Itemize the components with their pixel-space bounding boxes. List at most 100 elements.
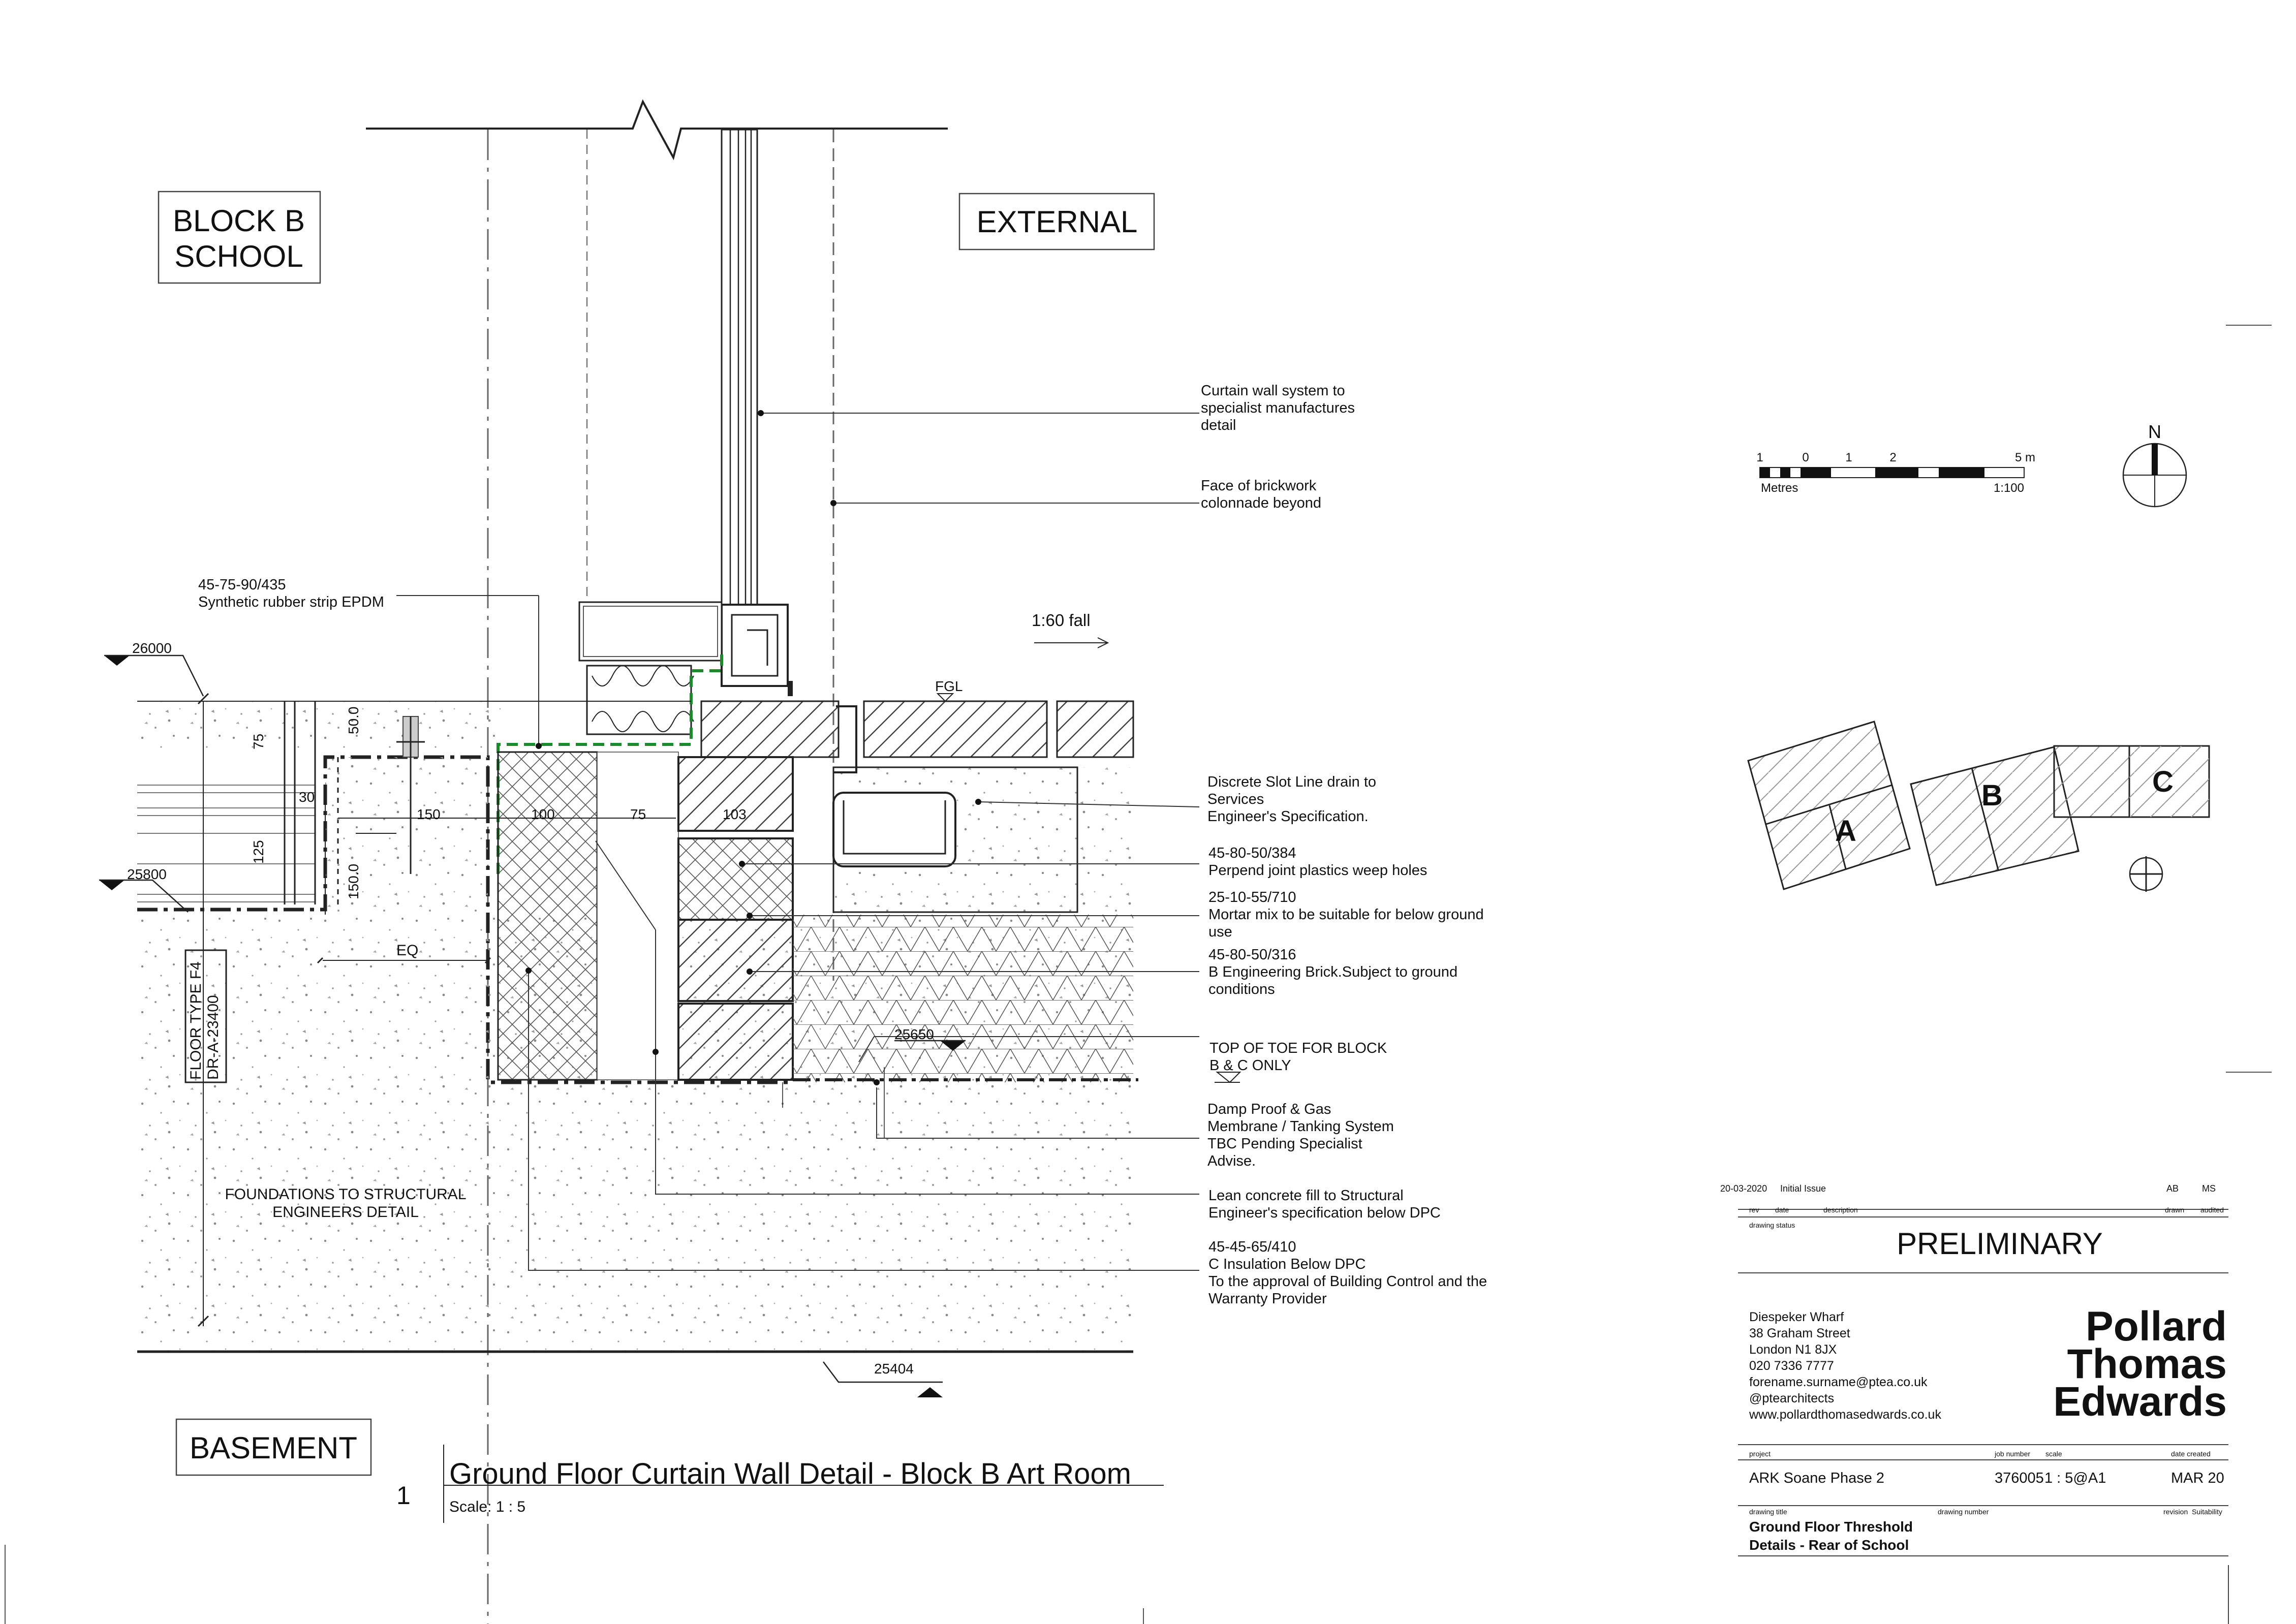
level-26000: 26000 — [132, 640, 172, 656]
note-drain-2: Services — [1207, 791, 1264, 807]
external-label: EXTERNAL — [977, 205, 1138, 239]
address-phone: 020 7336 7777 — [1749, 1359, 1834, 1373]
drawing-status: PRELIMINARY — [1897, 1227, 2103, 1261]
detail-scale: Scale: 1 : 5 — [449, 1498, 525, 1515]
level-25650: 25650 — [894, 1026, 934, 1042]
rev-drawn: AB — [2166, 1183, 2179, 1194]
rev-desc: Initial Issue — [1780, 1183, 1826, 1194]
drawing-title-2: Details - Rear of School — [1749, 1537, 1909, 1553]
note-mortar-2: Mortar mix to be suitable for below grou… — [1208, 907, 1484, 923]
dim-75b: 75 — [630, 806, 646, 822]
note-drain-3: Engineer's Specification. — [1207, 808, 1369, 825]
status-label: drawing status — [1749, 1221, 1795, 1229]
dim-125: 125 — [251, 840, 266, 864]
note-brickwork: Face of brickwork — [1201, 478, 1317, 494]
note-brick-3: conditions — [1208, 981, 1275, 997]
project-label: project — [1749, 1450, 1771, 1458]
note-curtain-wall-2: specialist manufactures — [1201, 400, 1355, 416]
drawing-title-1: Ground Floor Threshold — [1749, 1519, 1913, 1535]
note-brickwork-2: colonnade beyond — [1201, 495, 1321, 511]
date-label: date created — [2171, 1450, 2211, 1458]
scale-tick-4: 2 — [1889, 451, 1896, 464]
note-lean-concrete-2: Engineer's specification below DPC — [1208, 1205, 1441, 1221]
dim-30: 30 — [299, 789, 315, 805]
hdr-date: date — [1775, 1206, 1789, 1214]
drawing-title-label: drawing title — [1749, 1508, 1787, 1516]
note-toe: TOP OF TOE FOR BLOCK — [1209, 1040, 1387, 1056]
leader-lines — [396, 413, 1200, 1271]
brick-column — [677, 756, 794, 1081]
scale-tick-3: 1 — [1845, 451, 1852, 464]
detail-title: Ground Floor Curtain Wall Detail - Block… — [449, 1457, 1131, 1490]
address-line-2: 38 Graham Street — [1749, 1326, 1850, 1340]
scale-bar — [1759, 467, 2025, 478]
jobno-label: job number — [1994, 1450, 2030, 1458]
drawing-number-label: drawing number — [1938, 1508, 1989, 1516]
address-line-1: Diespeker Wharf — [1749, 1310, 1844, 1324]
note-dpc-3: TBC Pending Specialist — [1207, 1136, 1362, 1152]
note-lean-concrete: Lean concrete fill to Structural — [1208, 1188, 1404, 1204]
note-brick: 45-80-50/316 — [1208, 947, 1296, 963]
project-name: ARK Soane Phase 2 — [1749, 1470, 1884, 1486]
address-website: www.pollardthomasedwards.co.uk — [1749, 1408, 1941, 1422]
north-point-icon — [2122, 443, 2187, 508]
hdr-rev: rev — [1749, 1206, 1759, 1214]
level-markers — [99, 637, 1242, 1397]
logo-line-2: Thomas — [2067, 1341, 2227, 1387]
dim-75: 75 — [251, 734, 266, 749]
note-curtain-wall-3: detail — [1201, 417, 1236, 433]
note-drain: Discrete Slot Line drain to — [1207, 774, 1376, 790]
note-epdm-2: Synthetic rubber strip EPDM — [198, 594, 384, 610]
hdr-drawn: drawn — [2165, 1206, 2184, 1214]
note-dpc-2: Membrane / Tanking System — [1207, 1118, 1394, 1135]
key-plan-a: A — [1835, 815, 1856, 848]
drawing-scale: 1 : 5@A1 — [2044, 1470, 2106, 1486]
note-curtain-wall: Curtain wall system to — [1201, 383, 1345, 399]
key-plan-c: C — [2152, 765, 2174, 798]
level-25404: 25404 — [874, 1361, 914, 1377]
block-b-box — [158, 191, 321, 284]
note-dpc-4: Advise. — [1207, 1153, 1256, 1169]
detail-number: 1 — [396, 1481, 411, 1510]
logo-line-1: Pollard — [2086, 1303, 2227, 1350]
foundations-label: FOUNDATIONS TO STRUCTURAL — [225, 1186, 466, 1203]
note-weep: 45-80-50/384 — [1208, 845, 1296, 861]
note-mortar-3: use — [1208, 924, 1232, 940]
address-social: @ptearchitects — [1749, 1391, 1834, 1406]
scale-unit: Metres — [1761, 481, 1798, 495]
note-mortar: 25-10-55/710 — [1208, 889, 1296, 905]
dim-100: 100 — [531, 806, 555, 822]
dim-103: 103 — [723, 806, 747, 822]
address-email: forename.surname@ptea.co.uk — [1749, 1375, 1928, 1389]
block-b-label: BLOCK B — [173, 204, 305, 238]
eq-label: EQ — [396, 942, 418, 959]
note-insulation-4: Warranty Provider — [1208, 1291, 1327, 1307]
scale-label: scale — [2045, 1450, 2062, 1458]
note-weep-2: Perpend joint plastics weep holes — [1208, 862, 1427, 879]
level-25800: 25800 — [127, 866, 167, 882]
floor-type-box — [184, 949, 227, 1083]
job-number: 376005 — [1995, 1470, 2044, 1486]
note-toe-2: B & C ONLY — [1209, 1057, 1291, 1074]
floor-type-label: FLOOR TYPE F4 — [188, 961, 204, 1080]
key-plan — [1747, 721, 2210, 892]
fall-label: 1:60 fall — [1032, 611, 1091, 630]
suitability-label: Suitability — [2192, 1508, 2222, 1516]
key-plan-b: B — [1981, 779, 2003, 812]
scale-tick-2: 0 — [1802, 451, 1809, 464]
hdr-audited: audited — [2200, 1206, 2224, 1214]
hdr-description: description — [1823, 1206, 1858, 1214]
basement-box — [175, 1418, 372, 1476]
address-line-3: London N1 8JX — [1749, 1342, 1837, 1357]
note-insulation-3: To the approval of Building Control and … — [1208, 1273, 1487, 1290]
note-insulation-2: C Insulation Below DPC — [1208, 1256, 1366, 1272]
date-created: MAR 20 — [2171, 1470, 2224, 1486]
note-epdm: 45-75-90/435 — [198, 577, 286, 593]
dim-50: 50.0 — [346, 707, 361, 735]
note-insulation: 45-45-65/410 — [1208, 1239, 1296, 1255]
rev-date: 20-03-2020 — [1720, 1183, 1767, 1194]
detail-section — [137, 99, 1138, 1624]
scale-tick-5: 5 m — [2015, 451, 2035, 464]
title-block — [1738, 1209, 2229, 1624]
